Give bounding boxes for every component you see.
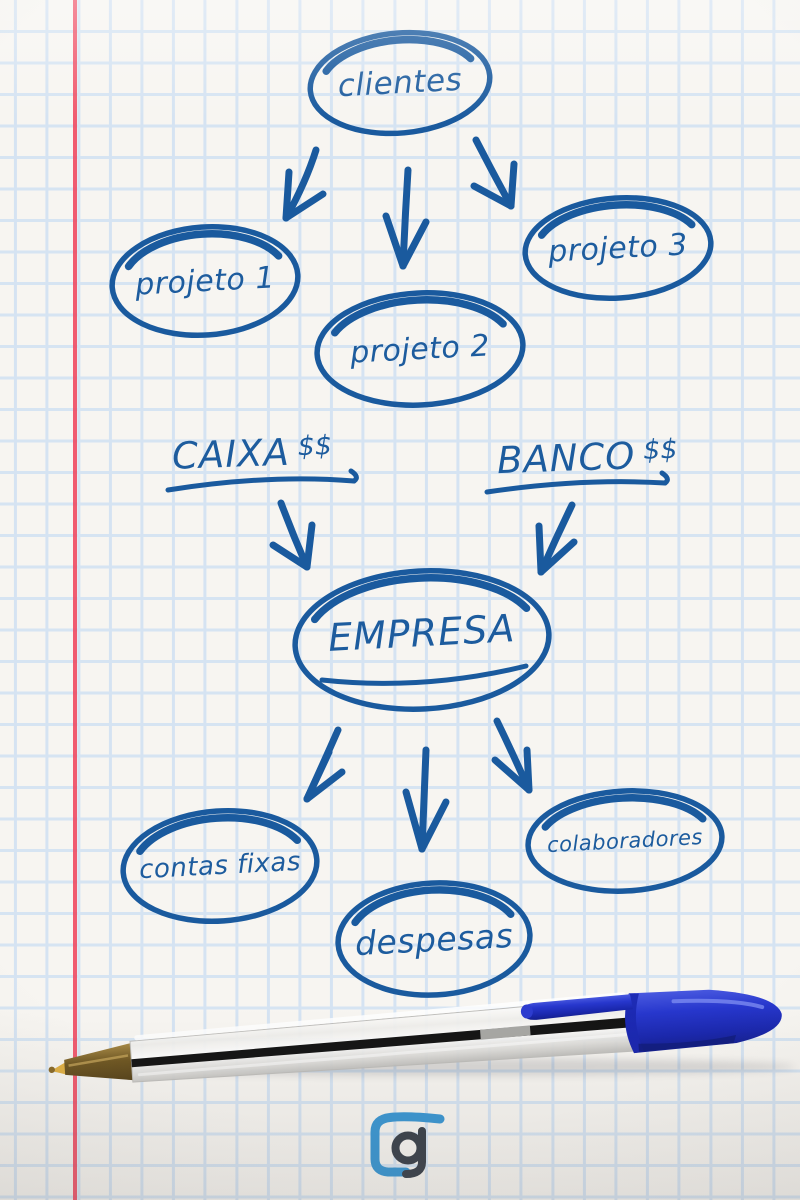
node-projeto3-ellipse — [522, 194, 714, 302]
pen-ball-tip — [50, 1061, 68, 1075]
source-banco-currency: $$ — [642, 433, 679, 467]
arrow-empresa-colaboradores — [491, 717, 533, 794]
brand-logo — [370, 1112, 445, 1178]
node-clientes-label: clientes — [336, 61, 464, 105]
node-projeto2: projeto 2 — [312, 288, 528, 410]
arrow-clientes-projeto3 — [470, 136, 518, 210]
empresa-underline — [319, 663, 529, 686]
banco-underline — [484, 470, 670, 495]
logo-letter-g — [391, 1127, 426, 1178]
arrow-clientes-projeto1 — [282, 146, 327, 222]
pen-cap-clip — [522, 994, 633, 1020]
arrow-banco-empresa — [535, 501, 578, 576]
caixa-underline — [165, 468, 359, 493]
node-despesas-ellipse — [335, 880, 533, 998]
arrow-empresa-contas-fixas — [303, 726, 346, 803]
node-projeto1-ellipse — [109, 223, 301, 339]
pen-image — [48, 989, 795, 1083]
node-projeto2-ellipse — [314, 290, 526, 408]
node-despesas: despesas — [333, 878, 535, 1000]
node-clientes-ellipse — [307, 29, 493, 137]
node-contas-fixas: contas fixas — [118, 806, 322, 926]
node-contas-fixas-ellipse — [120, 807, 320, 925]
arrow-caixa-empresa — [269, 499, 316, 571]
node-clientes: clientes — [305, 28, 495, 138]
node-empresa-ellipse — [292, 568, 552, 712]
node-colaboradores-ellipse — [525, 788, 725, 894]
pen-cap — [625, 989, 782, 1054]
notebook-margin-line — [73, 0, 77, 1200]
logo-bracket-icon — [370, 1112, 445, 1177]
node-contas-fixas-label: contas fixas — [138, 846, 302, 886]
source-caixa-currency: $$ — [296, 430, 333, 463]
arrow-empresa-despesas — [402, 746, 450, 853]
node-projeto3: projeto 3 — [520, 193, 716, 303]
node-projeto1: projeto 1 — [107, 222, 303, 340]
arrow-clientes-projeto2 — [382, 166, 430, 270]
node-empresa: EMPRESA — [290, 566, 554, 714]
node-colaboradores: colaboradores — [523, 786, 727, 896]
node-projeto2-label: projeto 2 — [349, 327, 491, 371]
node-empresa-label: EMPRESA — [326, 606, 517, 660]
